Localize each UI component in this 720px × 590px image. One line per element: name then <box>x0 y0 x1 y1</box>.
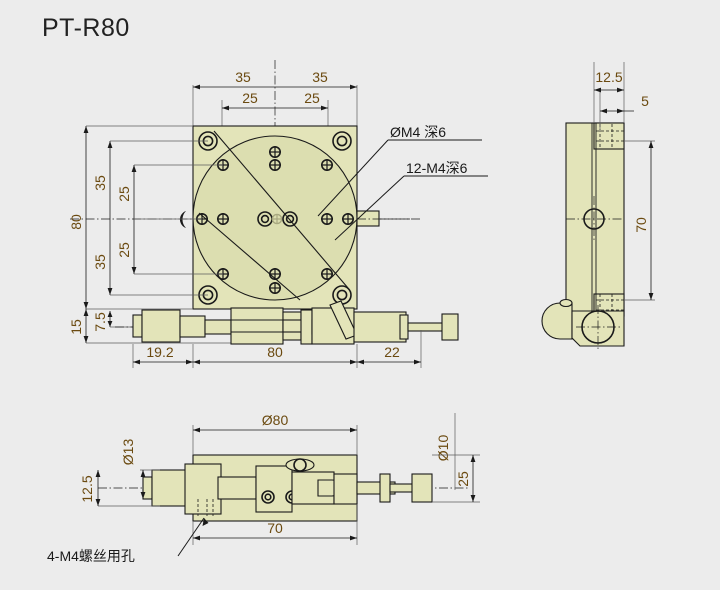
bottom-pin-bore <box>293 458 307 472</box>
dim-7-5-left: 7.5 <box>92 312 108 332</box>
page-title: PT-R80 <box>42 14 130 42</box>
right-side-lug <box>356 210 380 227</box>
micrometer-cap <box>132 314 143 338</box>
bottom-dim-d80: Ø80 <box>192 412 358 455</box>
dim-d10: Ø10 <box>435 435 451 462</box>
dim-top-outer: 35 35 <box>193 69 357 90</box>
bottom-mic-cap <box>142 476 153 500</box>
bottom-mid-block <box>255 465 293 513</box>
note-12-m4-deep6: 12-M4深6 <box>406 160 468 176</box>
bottom-mic-mount <box>184 463 222 515</box>
dim-5-side: 5 <box>641 93 649 109</box>
annotation-leaders <box>317 139 488 241</box>
side-top-block <box>593 122 625 150</box>
bottom-out-knob <box>411 473 433 503</box>
dim-70-side: 70 <box>633 217 649 233</box>
side-hidden-threads <box>596 124 624 316</box>
platter-tangent-lines <box>198 130 349 301</box>
dim-25-left-upper: 25 <box>116 186 132 202</box>
dim-12-5-side: 12.5 <box>595 69 622 85</box>
side-adjuster-rod <box>541 302 573 340</box>
front-body-block-left <box>230 307 284 345</box>
dim-bottom-chain: 19.2 80 22 <box>132 330 422 368</box>
bottom-view: Ø13 12.5 Ø80 <box>47 412 480 564</box>
bottom-pin <box>285 458 315 472</box>
dim-22: 22 <box>384 344 400 360</box>
front-rib <box>300 309 313 345</box>
front-right-body <box>353 311 407 343</box>
dim-35-left-upper: 35 <box>92 175 108 191</box>
micrometer-sleeve <box>179 315 206 338</box>
note-4-m4-screw-holes: 4-M4螺丝用孔 <box>47 548 135 564</box>
micrometer-spindle <box>204 319 232 335</box>
front-right-knob <box>441 313 459 341</box>
front-detail-lines <box>231 319 283 333</box>
pivot-marker <box>179 211 186 228</box>
side-view: 12.5 5 70 <box>541 62 655 349</box>
dim-35-top-left: 35 <box>235 69 251 85</box>
dim-12-5-bottom: 12.5 <box>79 475 95 502</box>
top-view: 35 35 25 25 <box>68 60 488 344</box>
m4-hole-pattern <box>196 146 354 294</box>
side-rod-top <box>559 298 573 308</box>
note-m4-deep6: ØM4 深6 <box>390 124 446 140</box>
side-main-body <box>565 122 625 317</box>
dim-top-inner: 25 25 <box>222 90 328 111</box>
front-elevation-view: 19.2 80 22 <box>115 300 459 368</box>
dim-25-bottom: 25 <box>455 471 471 487</box>
front-right-cap <box>399 314 409 340</box>
micrometer-thimble <box>141 309 181 343</box>
dim-70-bottom: 70 <box>267 520 283 536</box>
dim-25-top-left: 25 <box>242 90 258 106</box>
dim-35-top-right: 35 <box>312 69 328 85</box>
side-top-dims: 12.5 5 <box>593 62 649 131</box>
dim-19-2: 19.2 <box>146 344 173 360</box>
dim-80-left: 80 <box>68 214 84 230</box>
bottom-right-body <box>333 473 358 505</box>
side-slot-lines <box>591 123 597 316</box>
dim-d13: Ø13 <box>120 439 136 466</box>
bottom-right-dims: Ø10 25 <box>432 413 480 503</box>
side-dim-70: 70 <box>624 140 655 301</box>
bottom-left-dims: Ø13 12.5 <box>79 439 160 507</box>
bottom-note-leader <box>177 517 209 557</box>
bottom-shaft <box>217 476 257 500</box>
dim-25-top-right: 25 <box>304 90 320 106</box>
corner-mounting-holes <box>198 131 352 305</box>
bottom-dim-70: 70 <box>192 504 358 545</box>
bottom-hidden-screw-holes <box>197 499 214 516</box>
dim-35-left-lower: 35 <box>92 254 108 270</box>
center-bore-group <box>257 211 298 227</box>
dim-25-left-lower: 25 <box>116 242 132 258</box>
dim-80-bottom: 80 <box>267 344 283 360</box>
dim-d80: Ø80 <box>262 412 289 428</box>
bottom-out-collar <box>379 473 391 503</box>
dim-15-left: 15 <box>68 319 84 335</box>
